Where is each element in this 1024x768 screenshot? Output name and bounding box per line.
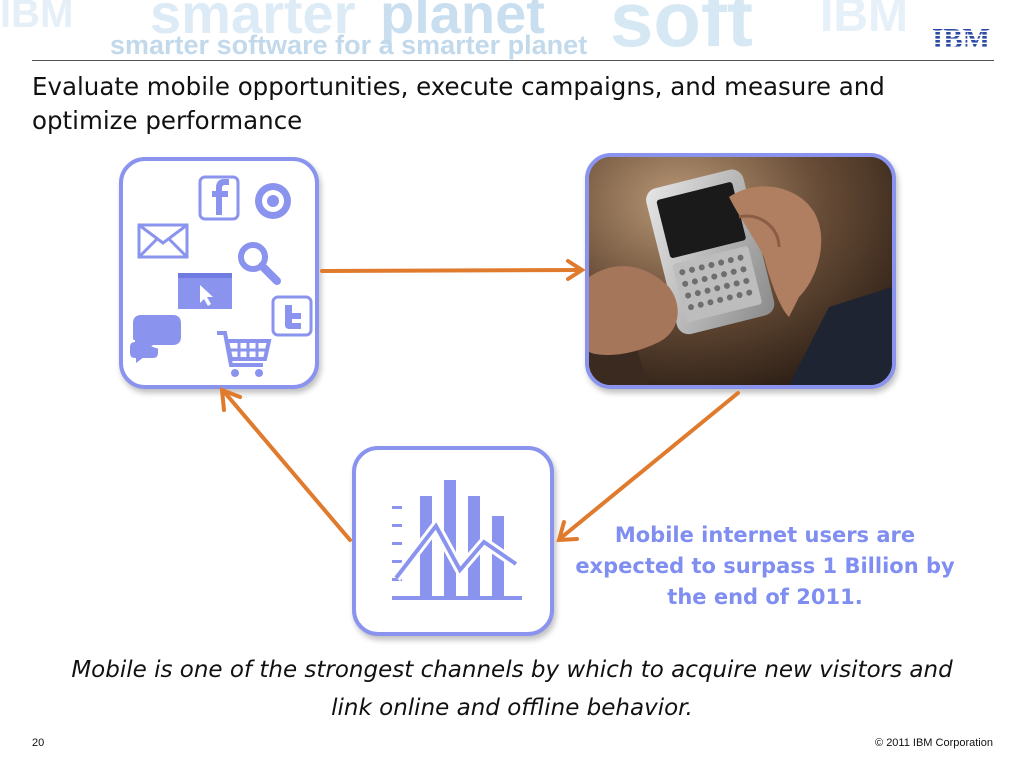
analytics-icon-tile [352, 446, 554, 636]
copyright-text: © 2011 IBM Corporation [875, 737, 993, 749]
arrow-analytics-to-channels [224, 392, 352, 542]
watermark-text: soft [610, 0, 753, 60]
watermark-text: IBM [820, 0, 908, 42]
header-divider [32, 60, 994, 61]
channels-icon-group [128, 175, 313, 377]
callout-text: Mobile internet users are expected to su… [575, 523, 955, 609]
bar-chart-icon [392, 480, 522, 600]
watermark-text: smarter software for a smarter planet [110, 30, 588, 60]
watermark-text: smarter [150, 0, 356, 45]
logo-text: IBM [932, 24, 990, 52]
web-cursor-icon [178, 273, 232, 309]
slide-title: Evaluate mobile opportunities, execute c… [32, 72, 885, 135]
watermark-text: planet [380, 0, 545, 45]
arrow-channels-to-mobile [320, 268, 582, 273]
channels-icon-tile [119, 157, 319, 389]
facebook-icon [198, 175, 240, 221]
watermark-text: IBM [0, 0, 74, 36]
twitter-icon [271, 295, 313, 337]
chat-icon [128, 315, 181, 367]
ibm-logo: IBM [932, 24, 990, 52]
header-banner: IBM smarter planet soft IBM smarter soft… [0, 0, 1024, 60]
search-icon [238, 242, 281, 285]
arrow-mobile-to-analytics [560, 391, 740, 539]
email-icon [137, 223, 189, 259]
shopping-cart-icon [217, 331, 272, 377]
smartphone-photo [585, 153, 896, 389]
page-number: 20 [32, 737, 45, 749]
smartphone-illustration [589, 157, 892, 385]
slide-tagline: Mobile is one of the strongest channels … [71, 657, 953, 721]
target-icon [255, 183, 291, 219]
